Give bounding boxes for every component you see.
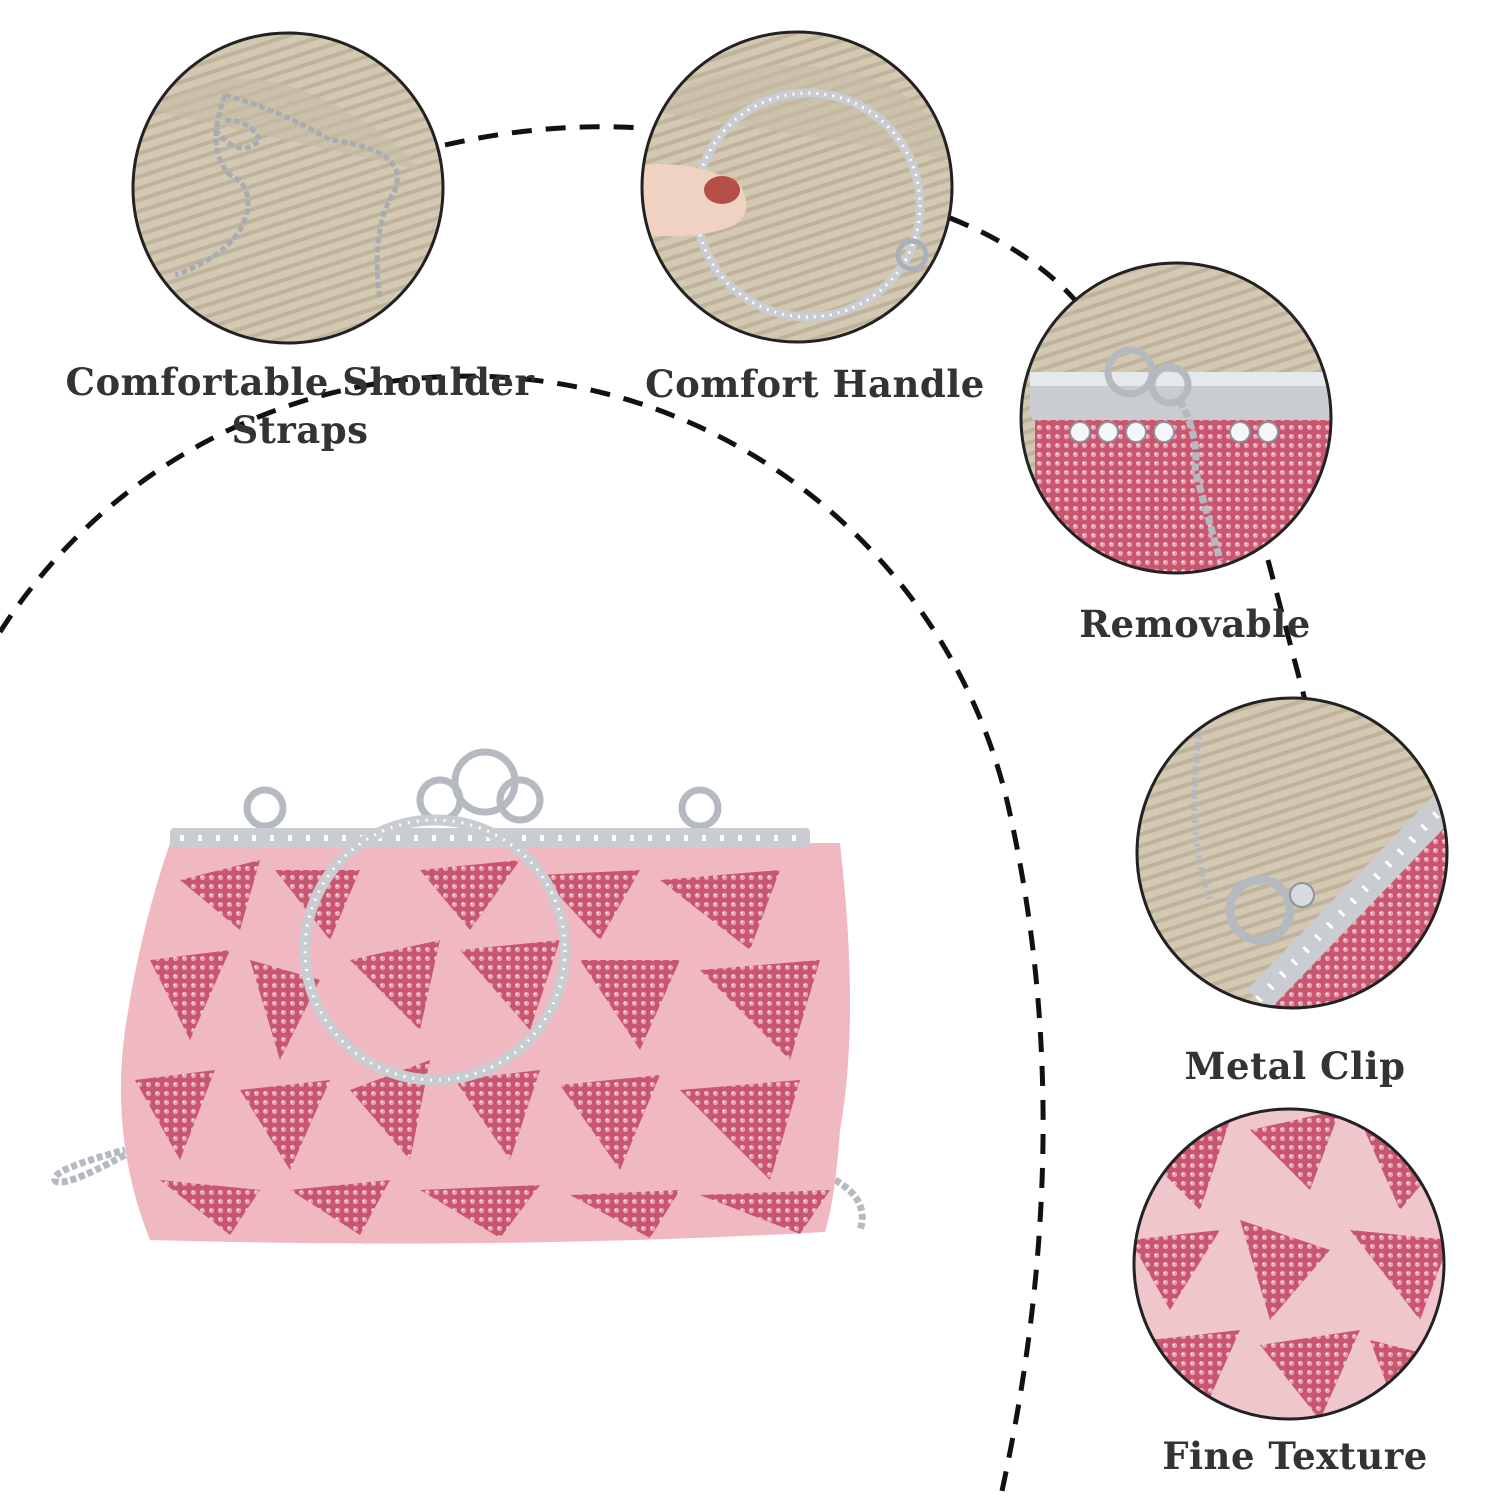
pink-sequin-clutch-bag (51, 748, 866, 1244)
detail-circle-comfort-handle (640, 30, 954, 344)
caption-line: Comfortable Shoulder (65, 360, 535, 404)
silver-chain-strap-icon (174, 92, 400, 301)
dashed-line-removable (1265, 559, 1308, 701)
dashed-connector-lines (0, 124, 1308, 1500)
detail-circle-removable (1019, 261, 1333, 575)
detail-circle-fine-texture (1132, 1107, 1446, 1421)
rhinestone-ring-handle-icon (299, 814, 571, 1086)
dashed-ring-large (0, 373, 1046, 1500)
finger-icon (642, 164, 747, 237)
chain-strap-icon (51, 1146, 866, 1232)
caption-metal-clip: Metal Clip (1184, 1044, 1406, 1088)
lobster-clasp-icon (1104, 346, 1224, 561)
dashed-line-top (444, 124, 644, 148)
caption-line: Straps (231, 408, 369, 452)
caption-comfort-handle: Comfort Handle (645, 362, 985, 406)
caption-removable: Removable (1079, 602, 1311, 646)
detail-circle-shoulder-straps (131, 31, 445, 345)
caption-comfortable-shoulder-straps: Comfortable Shoulder Straps (60, 358, 540, 454)
detail-circle-metal-clip (1135, 696, 1449, 1010)
dashed-line-right (949, 215, 1077, 302)
bag-handle-loops (243, 748, 722, 830)
caption-fine-texture: Fine Texture (1162, 1434, 1428, 1478)
rhinestone-row-icon (1069, 421, 1279, 443)
kiss-lock-clasp-icon (1191, 729, 1315, 945)
sequin-panels (135, 860, 830, 1238)
